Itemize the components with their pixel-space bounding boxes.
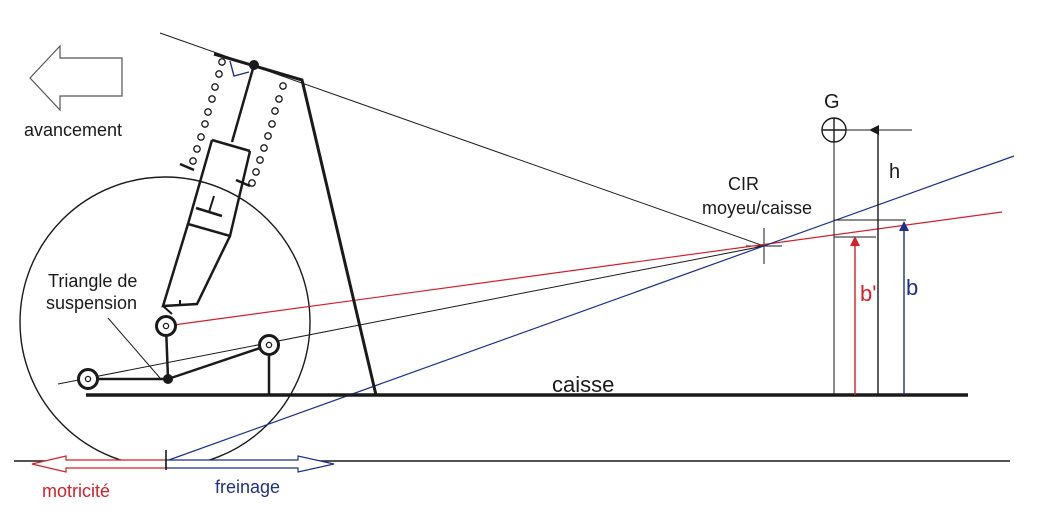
- motricite-arrow: [31, 455, 167, 473]
- motricite-label: motricité: [42, 481, 110, 501]
- freinage-arrow: [165, 455, 335, 473]
- bprime-arrowhead: [850, 236, 860, 246]
- blue-line: [165, 155, 1015, 462]
- cir-label-line2: moyeu/caisse: [702, 198, 812, 218]
- triangle-leader: [107, 317, 161, 379]
- caisse-label: caisse: [552, 372, 614, 397]
- lower-axis-line: [57, 245, 765, 385]
- b-arrowhead: [899, 221, 909, 231]
- strut: [161, 58, 287, 315]
- avancement-arrow: [29, 44, 123, 112]
- triangle-label-line2: suspension: [46, 293, 137, 313]
- g-label: G: [824, 91, 840, 113]
- h-label: h: [889, 161, 900, 183]
- body-tower: [213, 52, 378, 396]
- avancement-label: avancement: [24, 120, 122, 140]
- triangle-label-line1: Triangle de: [48, 271, 137, 291]
- freinage-label: freinage: [215, 477, 280, 497]
- suspension-triangle: [77, 315, 280, 395]
- b-label: b: [906, 275, 918, 300]
- bprime-label: b': [860, 281, 876, 306]
- red-line: [165, 211, 1003, 327]
- cir-label-line1: CIR: [728, 174, 759, 194]
- center-of-gravity-marker: [821, 117, 847, 143]
